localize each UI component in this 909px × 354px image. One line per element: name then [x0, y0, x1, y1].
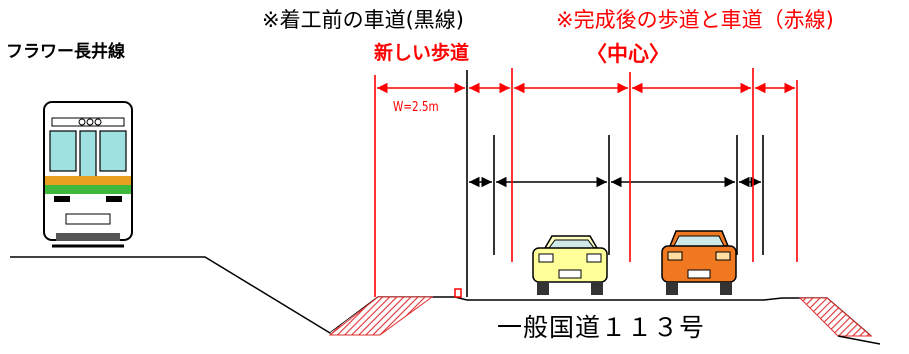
orange-car-icon	[661, 230, 737, 295]
ground-profile	[10, 256, 872, 337]
left-cut-hatch	[328, 296, 434, 336]
completed-road-caption: ※完成後の歩道と車道（赤線)	[556, 8, 834, 32]
completed-lines	[374, 68, 798, 297]
new-sidewalk-label: 新しい歩道	[374, 42, 470, 64]
yellow-car-icon	[532, 235, 608, 295]
center-label: 〈中心〉	[586, 42, 670, 66]
right-fill-hatch	[798, 297, 873, 337]
sidewalk-width-label: W=2.5m	[393, 100, 439, 115]
train-icon	[43, 101, 133, 248]
railway-line-label: フラワー長井線	[6, 42, 125, 62]
road-name-label: 一般国道１１３号	[497, 313, 706, 342]
existing-lines	[466, 70, 764, 297]
existing-road-caption: ※着工前の車道(黒線)	[262, 8, 464, 32]
ground-right-tail	[837, 335, 881, 345]
curb-marker	[454, 288, 462, 298]
